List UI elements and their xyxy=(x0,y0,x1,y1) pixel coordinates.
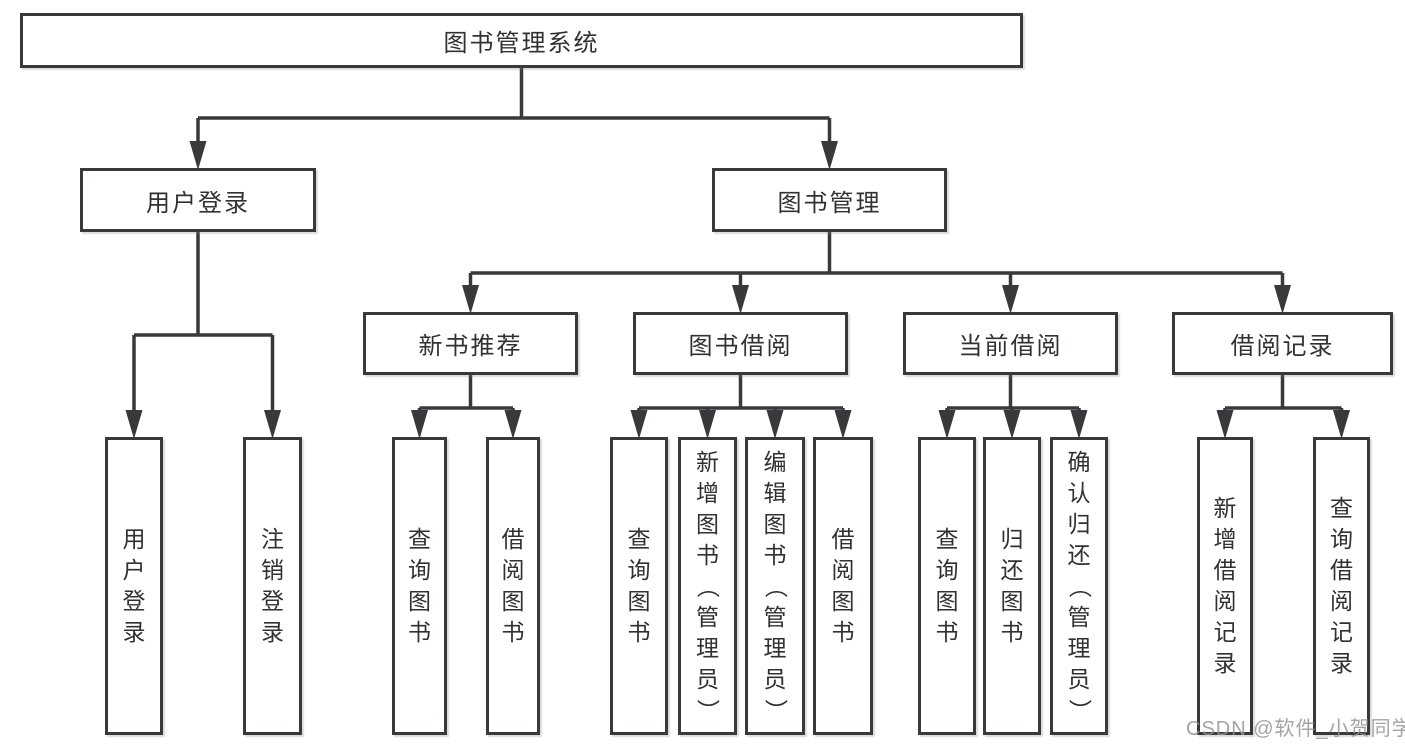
node-label-leaf-user-login: 用户登录 xyxy=(122,526,146,645)
node-leaf-add-record: 新增借阅记录 xyxy=(1197,437,1253,735)
node-leaf-logout: 注销登录 xyxy=(243,437,302,735)
node-label-book-mgmt: 图书管理 xyxy=(777,189,882,217)
arrowhead-icon xyxy=(766,410,784,439)
node-book-borrow: 图书借阅 xyxy=(633,312,848,375)
arrowhead-icon xyxy=(264,410,281,439)
node-label-leaf-query-book-3: 查询图书 xyxy=(935,526,959,645)
node-leaf-query-book-2: 查询图书 xyxy=(610,437,668,735)
node-leaf-confirm-return: 确认归还（管理员） xyxy=(1050,437,1108,735)
node-leaf-query-book-1: 查询图书 xyxy=(392,437,447,735)
node-label-leaf-logout: 注销登录 xyxy=(261,526,284,645)
node-leaf-query-book-3: 查询图书 xyxy=(918,437,976,735)
arrowhead-icon xyxy=(1216,410,1234,439)
node-label-leaf-query-book-2: 查询图书 xyxy=(627,526,651,645)
node-label-leaf-edit-book: 编辑图书（管理员） xyxy=(762,448,789,722)
arrowhead-icon xyxy=(630,410,648,439)
node-label-root: 图书管理系统 xyxy=(443,30,600,57)
arrowhead-icon xyxy=(834,410,852,439)
node-user-login: 用户登录 xyxy=(80,168,316,232)
node-leaf-return-book: 归还图书 xyxy=(983,437,1041,735)
arrowhead-icon xyxy=(125,410,143,439)
arrowhead-icon xyxy=(1274,285,1291,314)
node-label-current-borrow: 当前借阅 xyxy=(958,333,1063,360)
arrowhead-icon xyxy=(1070,410,1088,439)
arrowhead-icon xyxy=(699,410,716,439)
node-label-book-borrow: 图书借阅 xyxy=(688,333,793,360)
node-new-book-rec: 新书推荐 xyxy=(363,312,578,375)
arrowhead-icon xyxy=(1003,410,1021,439)
node-label-new-book-rec: 新书推荐 xyxy=(418,333,523,360)
node-label-leaf-confirm-return: 确认归还（管理员） xyxy=(1066,448,1093,722)
node-leaf-borrow-book-2: 借阅图书 xyxy=(813,437,873,735)
arrowhead-icon xyxy=(821,141,838,170)
node-label-leaf-borrow-book-2: 借阅图书 xyxy=(831,526,855,645)
node-label-leaf-query-book-1: 查询图书 xyxy=(408,526,431,645)
node-label-user-login: 用户登录 xyxy=(146,189,250,217)
node-label-borrow-records: 借阅记录 xyxy=(1230,333,1335,360)
arrowhead-icon xyxy=(411,410,428,439)
node-root: 图书管理系统 xyxy=(20,13,1023,68)
node-label-leaf-return-book: 归还图书 xyxy=(1000,526,1024,645)
arrowhead-icon xyxy=(938,410,956,439)
node-leaf-user-login: 用户登录 xyxy=(105,437,163,735)
arrowhead-icon xyxy=(462,285,479,314)
watermark: CSDN @软件_小贺同学 xyxy=(1186,718,1405,740)
node-leaf-add-book: 新增图书（管理员） xyxy=(678,437,737,735)
arrowhead-icon xyxy=(1333,410,1350,439)
node-label-leaf-add-record: 新增借阅记录 xyxy=(1213,495,1237,676)
arrowhead-icon xyxy=(189,141,207,170)
node-current-borrow: 当前借阅 xyxy=(903,312,1118,375)
node-label-leaf-add-book: 新增图书（管理员） xyxy=(695,448,721,722)
arrowhead-icon xyxy=(504,410,522,439)
arrowhead-icon xyxy=(1002,285,1019,314)
node-leaf-query-record: 查询借阅记录 xyxy=(1313,437,1370,735)
node-borrow-records: 借阅记录 xyxy=(1172,312,1393,375)
node-book-mgmt: 图书管理 xyxy=(712,168,947,232)
arrowhead-icon xyxy=(732,285,749,314)
node-leaf-edit-book: 编辑图书（管理员） xyxy=(745,437,805,735)
node-label-leaf-borrow-book-1: 借阅图书 xyxy=(501,526,525,645)
node-leaf-borrow-book-1: 借阅图书 xyxy=(486,437,540,735)
node-label-leaf-query-record: 查询借阅记录 xyxy=(1330,495,1353,676)
